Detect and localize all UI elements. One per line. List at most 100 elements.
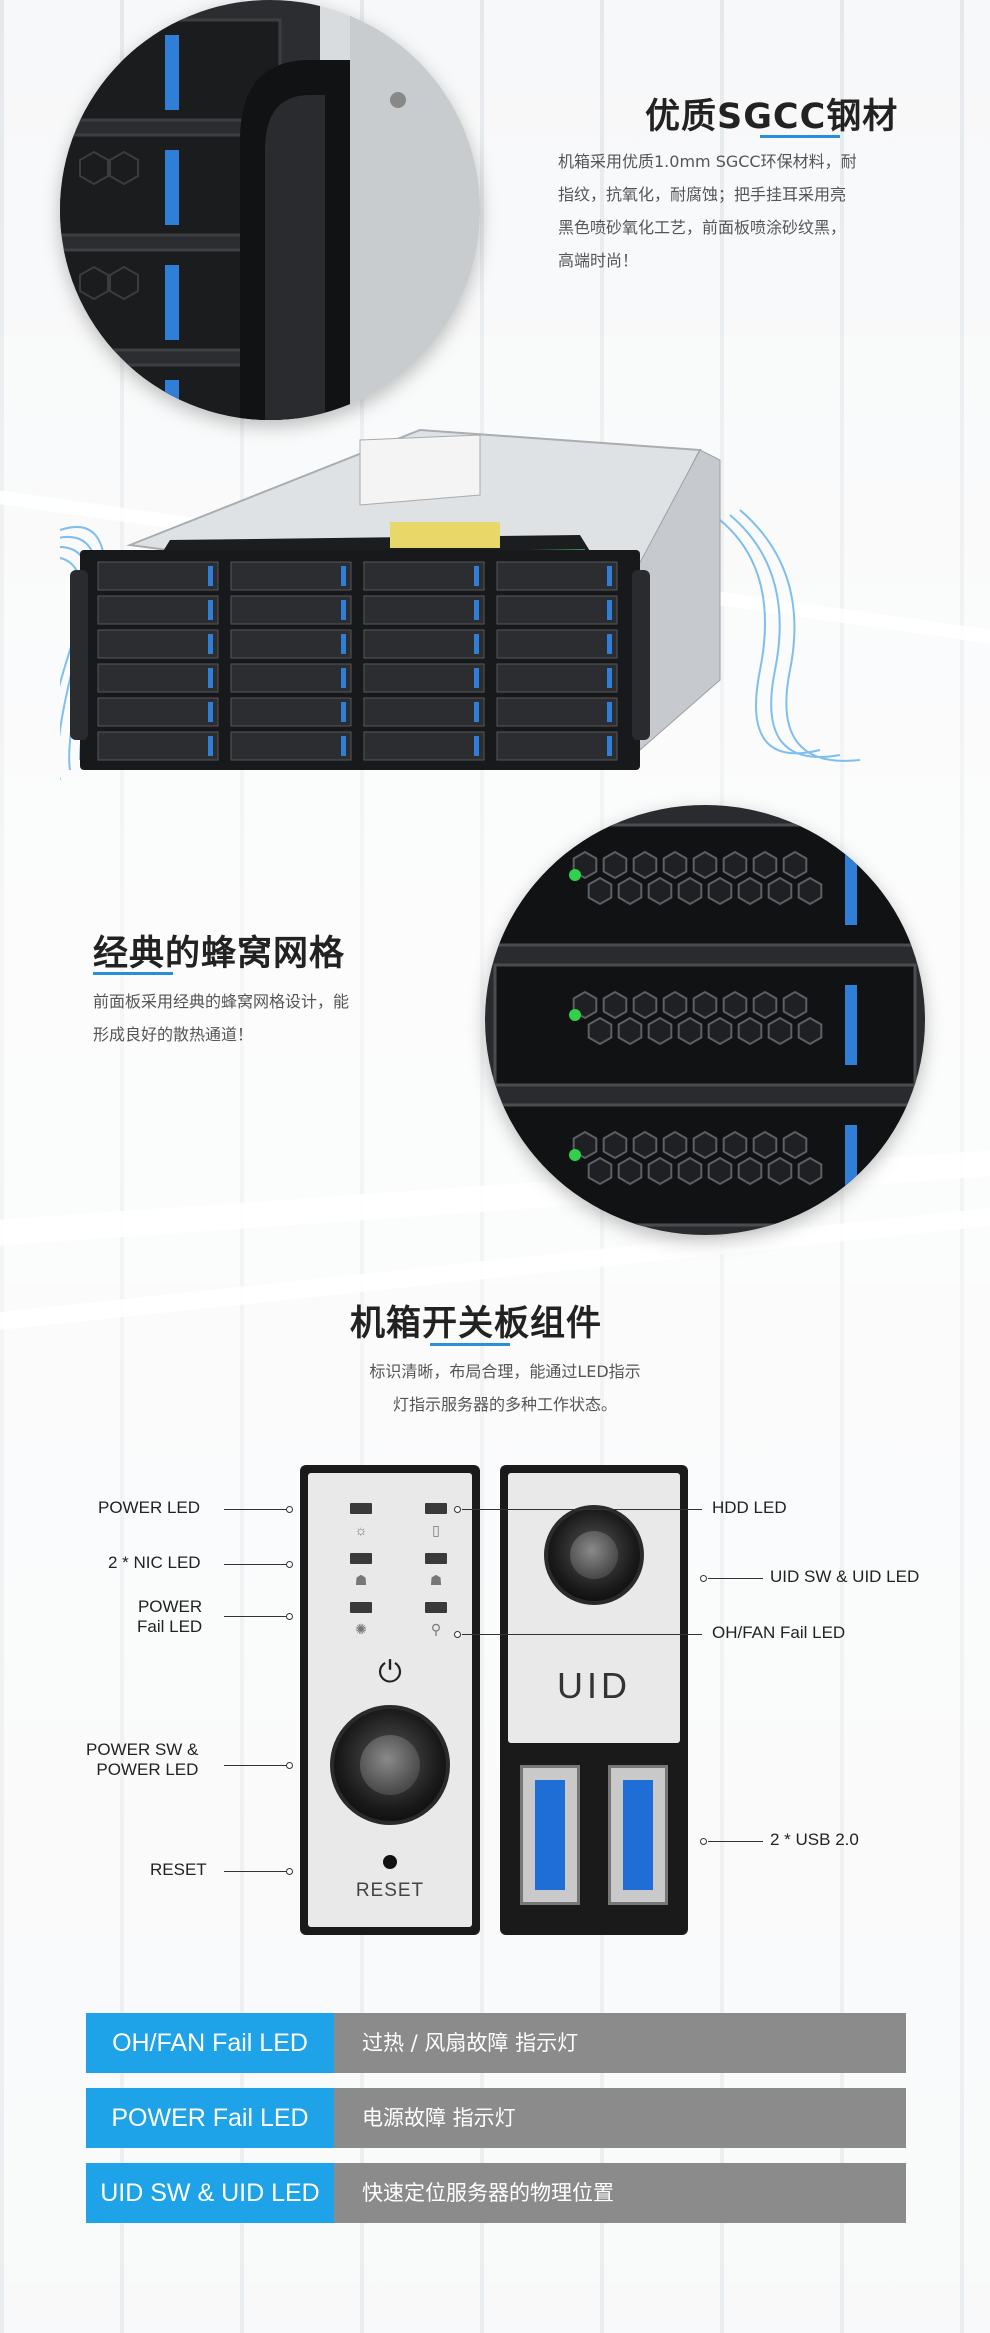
honeycomb-cell <box>632 990 658 1020</box>
temperature-icon: ⚲ <box>430 1621 442 1637</box>
callout-dot <box>286 1561 293 1568</box>
drive-bay <box>496 595 618 625</box>
honeycomb-cell <box>692 1130 718 1160</box>
callout-line <box>224 1509 289 1510</box>
honeycomb-cell <box>632 850 658 880</box>
power-switch-button[interactable] <box>330 1705 450 1825</box>
honeycomb-cell <box>722 850 748 880</box>
callout-reset: RESET <box>150 1860 207 1879</box>
honeycomb-cell <box>797 1016 823 1046</box>
drive-bay-led <box>607 600 612 620</box>
honeycomb-cell <box>617 1156 643 1186</box>
drive-bay <box>97 595 219 625</box>
honeycomb-closeup-image <box>485 805 925 1235</box>
callout-dot <box>286 1762 293 1769</box>
drive-bay <box>230 629 352 659</box>
drive-bay-led <box>341 634 346 654</box>
honeycomb-cell <box>677 1016 703 1046</box>
honeycomb-line: 前面板采用经典的蜂窝网格设计，能 <box>93 992 350 1011</box>
honeycomb-cell <box>647 876 673 906</box>
drive-bay <box>230 663 352 693</box>
drive-bay <box>496 731 618 761</box>
honeycomb-cell <box>602 1130 628 1160</box>
honeycomb-cell <box>692 850 718 880</box>
callout-nic-led: 2 * NIC LED <box>108 1553 201 1572</box>
drive-bay-led <box>474 702 479 722</box>
drive-bay-led <box>208 600 213 620</box>
network-icon: ☗ <box>429 1572 443 1588</box>
legend-label: UID SW & UID LED <box>86 2163 334 2223</box>
callout-line <box>224 1616 289 1617</box>
legend-label: POWER Fail LED <box>86 2088 334 2148</box>
panel-line: 灯指示服务器的多种工作状态。 <box>392 1395 617 1414</box>
honeycomb-cell <box>782 990 808 1020</box>
uid-usb-board: UID <box>500 1465 688 1935</box>
uid-switch-button[interactable] <box>544 1505 644 1605</box>
handle-closeup-drawing <box>60 0 480 420</box>
callout-oh-fan: OH/FAN Fail LED <box>712 1623 846 1642</box>
callout-line <box>708 1841 763 1842</box>
drive-tray-led <box>845 845 857 925</box>
callout-power-sw-line2: POWER LED <box>96 1760 199 1779</box>
drive-bay-led <box>474 668 479 688</box>
honeycomb-cell <box>587 876 613 906</box>
honeycomb-line: 形成良好的散热通道！ <box>93 1025 254 1044</box>
oh-fan-fail-led <box>425 1602 447 1613</box>
callout-dot <box>454 1631 461 1638</box>
drive-bay-led <box>341 702 346 722</box>
drive-bay <box>363 731 485 761</box>
callout-power-led: POWER LED <box>98 1498 201 1517</box>
honeycomb-cell <box>617 1016 643 1046</box>
drive-tray-led <box>845 985 857 1065</box>
honeycomb-cell <box>632 1130 658 1160</box>
callout-line <box>462 1634 702 1635</box>
drive-bay-led <box>474 634 479 654</box>
usb-port-2[interactable] <box>608 1765 668 1905</box>
drive-bay <box>97 731 219 761</box>
callout-dot <box>286 1506 293 1513</box>
honeycomb-cell <box>662 990 688 1020</box>
honeycomb-cell <box>677 876 703 906</box>
drive-bay <box>496 629 618 659</box>
activity-led <box>569 1149 581 1161</box>
callout-uid-sw: UID SW & UID LED <box>770 1567 920 1586</box>
drive-bay <box>363 629 485 659</box>
reset-button[interactable] <box>383 1855 397 1869</box>
honeycomb-cell <box>737 876 763 906</box>
callout-dot <box>286 1868 293 1875</box>
honeycomb-cell <box>602 850 628 880</box>
honeycomb-cell <box>662 1130 688 1160</box>
honeycomb-cell <box>587 1156 613 1186</box>
drive-bay-led <box>208 668 213 688</box>
honeycomb-cell <box>602 990 628 1020</box>
drive-bay <box>363 561 485 591</box>
honeycomb-cell <box>707 876 733 906</box>
material-line: 指纹，抗氧化，耐腐蚀；把手挂耳采用亮 <box>558 185 847 204</box>
power-led <box>350 1503 372 1514</box>
drive-bay <box>97 663 219 693</box>
drive-bay-led <box>208 702 213 722</box>
callout-line <box>708 1578 763 1579</box>
drive-bay-led <box>341 736 346 756</box>
nic1-led <box>350 1553 372 1564</box>
honeycomb-cell <box>752 1130 778 1160</box>
drive-bay-led <box>474 736 479 756</box>
legend-label: OH/FAN Fail LED <box>86 2013 334 2073</box>
honeycomb-cell <box>782 850 808 880</box>
hdd-led <box>425 1503 447 1514</box>
legend-row-power-fail: POWER Fail LED 电源故障 指示灯 <box>86 2088 906 2148</box>
callout-dot <box>700 1838 707 1845</box>
honeycomb-cell <box>767 1016 793 1046</box>
callout-power-fail-line1: POWER <box>137 1597 203 1616</box>
drive-bay <box>230 595 352 625</box>
legend-desc: 过热 / 风扇故障 指示灯 <box>334 2013 906 2073</box>
honeycomb-cell <box>722 1130 748 1160</box>
drive-bay <box>363 697 485 727</box>
honeycomb-description: 前面板采用经典的蜂窝网格设计，能 形成良好的散热通道！ <box>93 985 493 1051</box>
panel-line: 标识清晰，布局合理，能通过LED指示 <box>369 1362 641 1381</box>
power-led-icon: ☼ <box>354 1522 368 1538</box>
usb-port-1[interactable] <box>520 1765 580 1905</box>
callout-power-fail-line2: Fail LED <box>137 1617 203 1636</box>
drive-bay-led <box>474 566 479 586</box>
drive-bay <box>230 731 352 761</box>
